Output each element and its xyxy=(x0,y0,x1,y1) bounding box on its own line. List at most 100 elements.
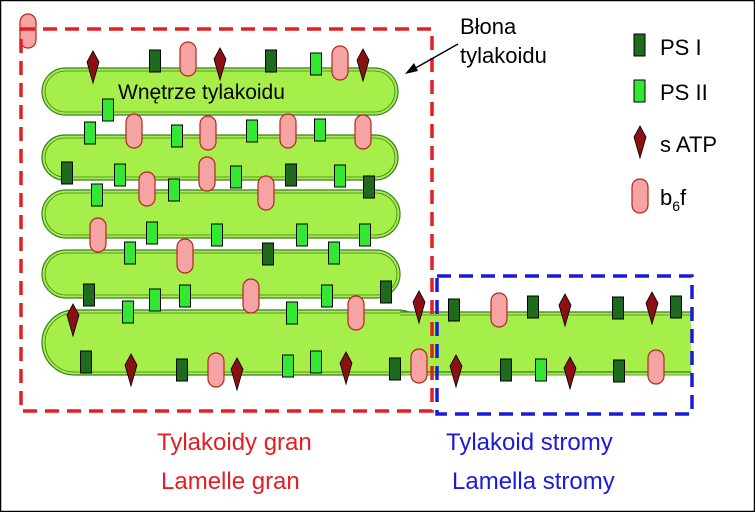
grana-label-line2: Lamelle gran xyxy=(161,468,300,495)
atp-synthase xyxy=(213,47,227,82)
stroma-label-line2: Lamella stromy xyxy=(452,468,615,495)
ps1-complex xyxy=(448,298,460,322)
legend-ps2-label: PS II xyxy=(660,80,708,105)
cytochrome-b6f xyxy=(138,171,156,207)
grana-thylakoid-inner-edge xyxy=(44,137,396,178)
cytochrome-b6f xyxy=(125,113,143,149)
cytochrome-b6f xyxy=(198,156,216,192)
cytochrome-b6f xyxy=(199,115,217,151)
ps2-complex xyxy=(171,124,183,148)
grana-label-line1: Tylakoidy gran xyxy=(157,429,312,456)
legend: PS I PS II s ATP b6f xyxy=(631,33,717,214)
ps2-complex xyxy=(168,178,180,202)
cytochrome-b6f xyxy=(410,348,428,384)
ps2-complex xyxy=(102,98,114,122)
legend-b6f-subscript: 6 xyxy=(672,198,680,214)
legend-b6f-label: b6f xyxy=(660,185,687,214)
ps1-complex xyxy=(149,49,161,73)
cytochrome-b6f xyxy=(354,114,372,150)
atp-synthase xyxy=(412,290,426,325)
membranes xyxy=(41,67,691,376)
atp-synthase xyxy=(356,48,370,83)
legend-b6f-swatch xyxy=(631,178,649,214)
ps2-complex xyxy=(246,119,258,143)
cytochrome-b6f xyxy=(207,352,225,388)
ps2-complex xyxy=(211,223,223,247)
atp-synthase xyxy=(124,353,138,388)
ps2-complex xyxy=(535,358,547,382)
grana-thylakoid-disk xyxy=(41,249,401,299)
legend-atp-synthase-swatch xyxy=(633,125,647,160)
ps1-complex xyxy=(363,175,375,199)
atp-synthase xyxy=(86,50,100,85)
ps1-complex xyxy=(670,295,682,319)
ps2-complex xyxy=(286,301,298,325)
legend-atp-synthase-label: s ATP xyxy=(660,132,717,157)
ps1-complex xyxy=(527,295,539,319)
ps2-complex xyxy=(84,121,96,145)
ps2-complex xyxy=(328,241,340,265)
cytochrome-b6f xyxy=(647,349,665,385)
ps1-complex xyxy=(389,357,401,381)
ps1-complex xyxy=(612,296,624,320)
cytochrome-b6f xyxy=(242,278,260,314)
atp-synthase xyxy=(645,291,659,326)
lumen-label: Wnętrze tylakoidu xyxy=(118,81,285,104)
atp-synthase xyxy=(66,303,80,338)
ps2-complex xyxy=(282,354,294,378)
ps1-complex xyxy=(265,49,277,73)
ps2-complex xyxy=(149,288,161,312)
ps2-complex xyxy=(230,165,242,189)
proteins xyxy=(19,13,682,392)
ps2-complex xyxy=(122,300,134,324)
atp-synthase xyxy=(558,293,572,328)
legend-ps2-swatch xyxy=(633,79,646,103)
grana-thylakoid-inner-edge xyxy=(44,252,398,296)
ps2-complex xyxy=(359,223,371,247)
ps1-complex xyxy=(285,163,297,187)
ps2-complex xyxy=(310,52,322,76)
ps1-complex xyxy=(61,161,73,185)
ps1-complex xyxy=(380,280,392,304)
stroma-region-box xyxy=(435,274,694,416)
membrane-pointer-arrow xyxy=(405,43,459,74)
ps2-complex xyxy=(114,163,126,187)
cytochrome-b6f xyxy=(347,295,365,331)
membrane-label-line2: tylakoidu xyxy=(460,43,547,68)
ps1-complex xyxy=(500,358,512,382)
cytochrome-b6f xyxy=(89,217,107,253)
ps1-complex xyxy=(613,359,625,383)
ps1-complex xyxy=(262,242,274,266)
ps1-complex xyxy=(176,358,188,382)
ps2-complex xyxy=(314,118,326,142)
cytochrome-b6f xyxy=(176,238,194,274)
atp-synthase xyxy=(449,354,463,389)
ps2-complex xyxy=(334,164,346,188)
atp-synthase xyxy=(230,357,244,392)
ps2-complex xyxy=(179,284,191,308)
grana-region-box xyxy=(19,27,434,413)
ps2-complex xyxy=(296,223,308,247)
cytochrome-b6f xyxy=(179,41,197,77)
stroma-label-line1: Tylakoid stromy xyxy=(446,429,613,456)
legend-ps1-label: PS I xyxy=(660,35,702,60)
legend-b6f-main: b xyxy=(660,185,672,210)
legend-ps1-swatch xyxy=(633,33,646,57)
atp-synthase xyxy=(563,356,577,391)
cytochrome-b6f xyxy=(490,292,508,328)
ps2-complex xyxy=(146,221,158,245)
cytochrome-b6f xyxy=(331,45,349,81)
cytochrome-b6f xyxy=(279,113,297,149)
ps1-complex xyxy=(83,283,95,307)
ps2-complex xyxy=(310,350,322,374)
ps2-complex xyxy=(321,284,333,308)
ps2-complex xyxy=(124,241,136,265)
ps1-complex xyxy=(80,350,92,374)
cytochrome-b6f xyxy=(257,175,275,211)
ps2-complex xyxy=(91,183,103,207)
membrane-label-line1: Błona xyxy=(460,14,517,39)
legend-b6f-tail: f xyxy=(680,185,687,210)
atp-synthase xyxy=(339,351,353,386)
